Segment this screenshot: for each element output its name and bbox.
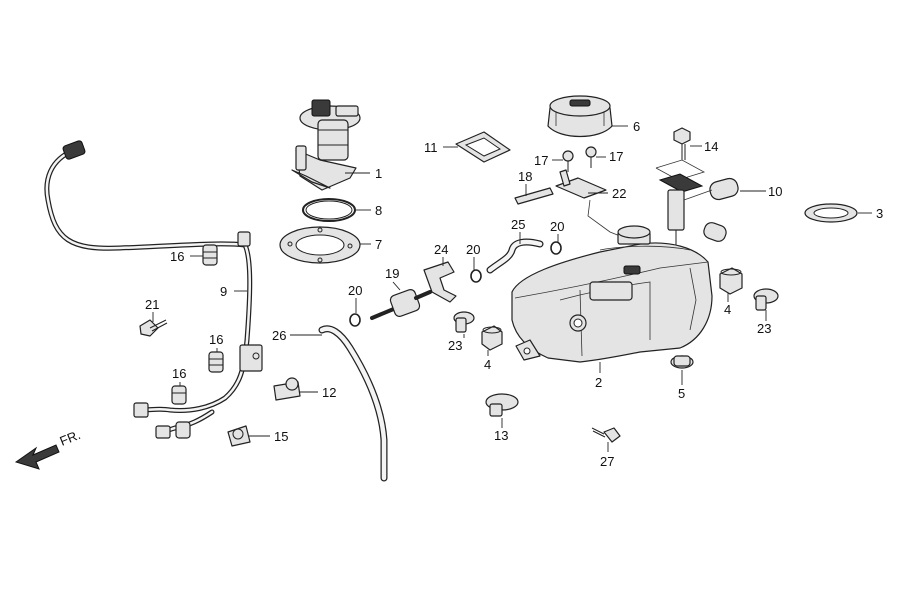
fuel-pump <box>291 99 361 191</box>
grommet-16c <box>171 385 187 405</box>
callout-labels: 1 2 3 4 4 5 6 7 8 9 10 11 12 13 14 15 16… <box>145 119 883 469</box>
callout-8: 8 <box>375 203 382 218</box>
bolt-27 <box>591 427 621 443</box>
callout-23a: 23 <box>448 338 462 353</box>
callout-27: 27 <box>600 454 614 469</box>
callout-1: 1 <box>375 166 382 181</box>
callout-22: 22 <box>612 186 626 201</box>
bolt-14 <box>673 127 691 160</box>
front-direction-label: FR. <box>58 427 83 449</box>
o-ring-8 <box>302 198 356 222</box>
bolt-21 <box>139 319 168 337</box>
callout-16c: 16 <box>172 366 186 381</box>
callout-5: 5 <box>678 386 685 401</box>
callout-13: 13 <box>494 428 508 443</box>
callout-11: 11 <box>424 140 438 155</box>
pump-flange-plate <box>279 226 361 264</box>
callout-7: 7 <box>375 237 382 252</box>
fuel-tank <box>511 225 713 363</box>
bushing-13 <box>485 393 519 417</box>
callout-24: 24 <box>434 242 448 257</box>
clip-24 <box>423 261 457 303</box>
screw-17a <box>562 150 574 172</box>
cap-gasket-3 <box>804 203 858 223</box>
callout-23b: 23 <box>757 321 771 336</box>
callout-20b: 20 <box>466 242 480 257</box>
callout-9: 9 <box>220 284 227 299</box>
grommet-16a <box>202 244 218 266</box>
callout-14: 14 <box>704 139 718 154</box>
callout-12: 12 <box>322 385 336 400</box>
callout-18: 18 <box>518 169 532 184</box>
callout-4a: 4 <box>484 357 491 372</box>
collar-23b <box>753 288 779 311</box>
callout-17a: 17 <box>534 153 548 168</box>
callout-6: 6 <box>633 119 640 134</box>
callout-4b: 4 <box>724 302 731 317</box>
bracket-18 <box>514 187 554 205</box>
clamp-12 <box>273 377 301 401</box>
grommet-16b <box>208 351 224 373</box>
front-direction-arrow: FR. <box>14 427 83 470</box>
rollover-valve-10 <box>655 159 739 246</box>
collar-23a <box>453 311 475 333</box>
callout-2: 2 <box>595 375 602 390</box>
hose-clamp-20a <box>349 313 361 327</box>
callout-15: 15 <box>274 429 288 444</box>
callout-20a: 20 <box>348 283 362 298</box>
screw-17b <box>585 146 597 168</box>
clamp-15 <box>227 425 251 447</box>
callout-25: 25 <box>511 217 525 232</box>
fuel-cap <box>547 95 613 137</box>
callout-19: 19 <box>385 266 399 281</box>
hose-25 <box>486 238 544 274</box>
wiring-harness <box>44 140 263 439</box>
callout-26: 26 <box>272 328 286 343</box>
callout-21: 21 <box>145 297 159 312</box>
damper-5 <box>670 355 694 369</box>
hose-clamp-20b <box>470 269 482 283</box>
grommet-4b <box>719 267 743 295</box>
grommet-4a <box>481 325 503 351</box>
gasket-11 <box>455 131 511 163</box>
leader-lines <box>152 125 872 452</box>
callout-20c: 20 <box>550 219 564 234</box>
callout-17b: 17 <box>609 149 623 164</box>
hose-clamp-20c <box>550 241 562 255</box>
fuel-filter-19 <box>370 289 432 320</box>
callout-10: 10 <box>768 184 782 199</box>
callout-16b: 16 <box>209 332 223 347</box>
callout-3: 3 <box>876 206 883 221</box>
callout-16a: 16 <box>170 249 184 264</box>
hose-26 <box>318 325 388 482</box>
